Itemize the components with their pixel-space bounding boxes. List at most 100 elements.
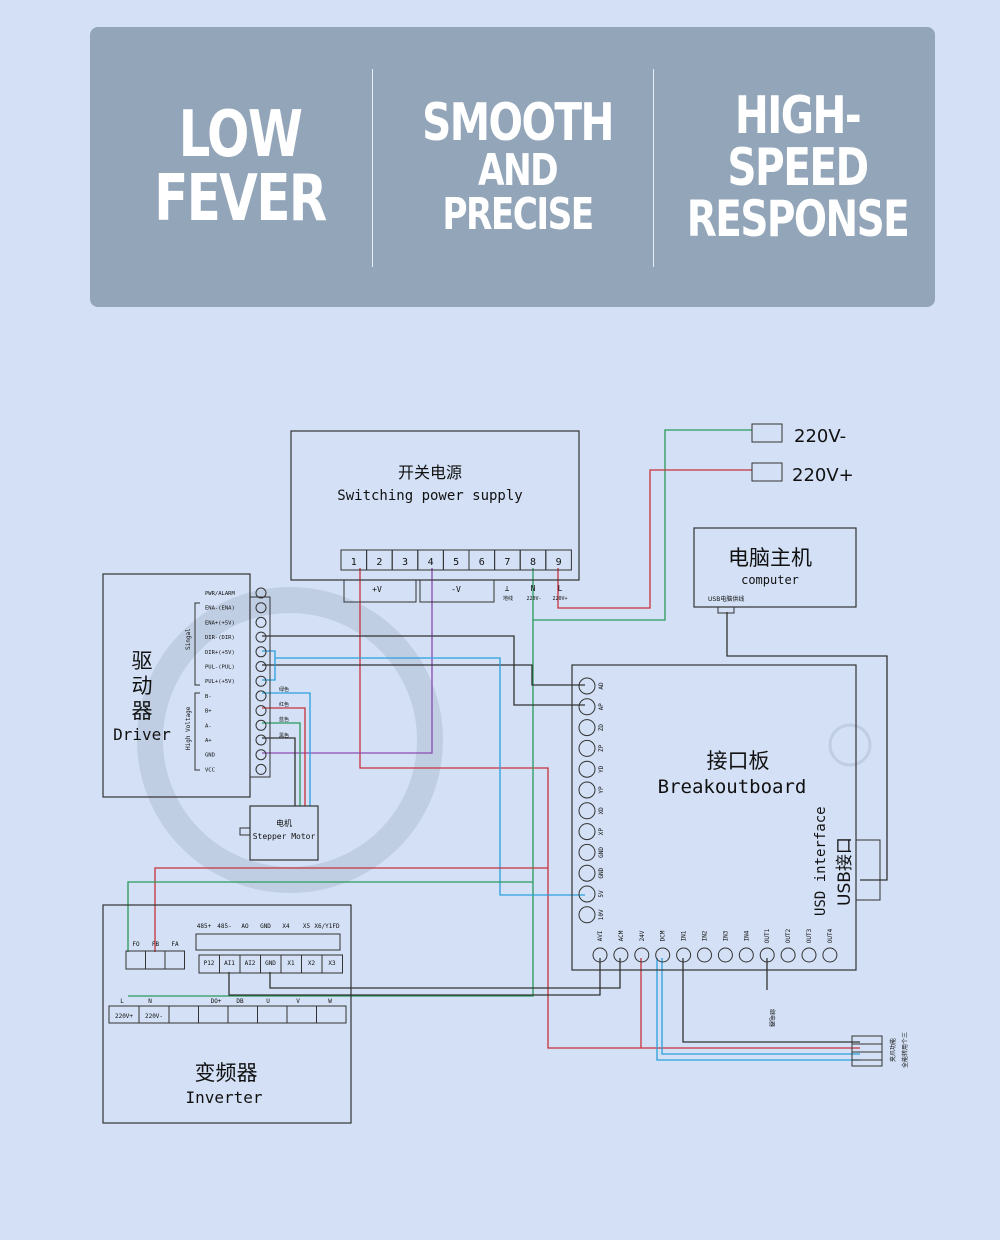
driver-terminal: [255, 675, 267, 687]
breakout-pin: [578, 843, 596, 861]
breakout-pin-label: AVI: [597, 930, 604, 941]
svg-text:器: 器: [132, 699, 153, 723]
breakout-pin: [655, 947, 671, 963]
inverter-mid-label: P12: [204, 960, 215, 967]
inverter-power-terminal: [257, 1005, 288, 1024]
inverter-power-terminal: [198, 1005, 229, 1024]
inverter-bottom-label: DB: [236, 998, 244, 1005]
svg-text:Driver: Driver: [113, 725, 171, 744]
breakout-pin: [578, 864, 596, 882]
driver-terminal: [255, 602, 267, 614]
breakout-pin-label: OUT4: [827, 928, 834, 943]
inverter-mid-label: GND: [265, 960, 276, 967]
svg-text:开关电源: 开关电源: [398, 463, 462, 482]
inverter-mid-terminal: [321, 954, 343, 974]
computer-host: 电脑主机 computer USB电脑供线: [693, 527, 857, 614]
inverter-bottom-label: N: [148, 998, 152, 1005]
svg-text:绿色: 绿色: [279, 686, 289, 693]
breakout-pin-label: YD: [598, 765, 605, 773]
breakout-pin: [578, 719, 596, 737]
svg-text:夹爪功能: 夹爪功能: [889, 1038, 897, 1062]
breakout-pin: [801, 947, 817, 963]
driver-terminal-label: ENA+(+5V): [205, 620, 235, 626]
inverter-top-label: AO: [241, 923, 249, 930]
stepper-driver: 驱 动 器 Driver Singal High Voltage PWR/ALA…: [102, 573, 289, 798]
watermark-logo: [137, 587, 872, 893]
breakout-pin: [717, 947, 733, 963]
inverter-bottom-label: DO+: [211, 998, 222, 1005]
psu-terminal-label: 6: [479, 557, 485, 568]
breakout-board: 接口板 Breakoutboard USB接口 USD interface AD…: [571, 664, 881, 1027]
breakout-pin: [592, 947, 608, 963]
mains-terminals: 220V- 220V+: [751, 423, 854, 486]
svg-text:继电器: 继电器: [768, 1009, 776, 1027]
inverter-top-label: X5: [303, 923, 311, 930]
inverter-power-label: 220V-: [145, 1013, 163, 1020]
breakout-pin: [822, 947, 838, 963]
driver-terminal-label: PWR/ALARM: [205, 591, 235, 597]
inverter-top-label: 485+: [197, 923, 212, 930]
inverter-bottom-label: U: [266, 998, 270, 1005]
breakout-pin-label: XP: [598, 828, 605, 836]
wire-5v: [275, 657, 585, 896]
breakout-pin-label: ACM: [618, 930, 625, 941]
feature-banner: LOW FEVER SMOOTH AND PRECISE HIGH-SPEED …: [90, 27, 935, 307]
breakout-pin-label: ZD: [598, 724, 605, 732]
inverter-mid-label: AI2: [245, 960, 256, 967]
driver-terminal: [255, 749, 267, 761]
driver-terminal-label: A-: [205, 723, 212, 729]
psu-terminal-label: 9: [556, 557, 562, 568]
svg-text:全能转用个三: 全能转用个三: [901, 1032, 909, 1068]
breakout-pin: [578, 802, 596, 820]
svg-text:驱: 驱: [132, 649, 153, 673]
svg-text:USB接口: USB接口: [835, 837, 855, 906]
inverter-power-terminal: [286, 1005, 317, 1024]
driver-terminal: [255, 616, 267, 628]
svg-text:⊥: ⊥: [505, 584, 510, 593]
inverter-relay-terminal: [145, 950, 166, 970]
svg-text:L: L: [558, 584, 563, 593]
breakout-pin-label: OUT3: [806, 928, 813, 943]
breakout-pin-label: DCM: [660, 930, 667, 941]
svg-text:Switching power supply: Switching power supply: [337, 488, 522, 504]
breakout-pin-label: ZP: [598, 744, 605, 752]
inverter-bottom-label: L: [120, 998, 124, 1005]
inverter-power-terminal: [316, 1005, 347, 1024]
breakout-pin-label: 5V: [598, 890, 605, 898]
driver-terminal: [255, 661, 267, 672]
driver-terminal: [255, 763, 267, 775]
wire-acm: [269, 958, 621, 989]
svg-text:Inverter: Inverter: [185, 1088, 262, 1107]
inverter-top-label: X6/Y1FD: [314, 923, 340, 930]
svg-text:变频器: 变频器: [195, 1061, 258, 1085]
inverter-power-terminal: [168, 1005, 199, 1024]
wires: [127, 429, 888, 1061]
driver-terminal: [255, 631, 267, 643]
inverter-top-label: GND: [260, 923, 271, 930]
svg-text:computer: computer: [741, 573, 799, 587]
psu-terminal: [545, 549, 572, 571]
psu-terminal-label: 5: [453, 557, 459, 568]
wire-pul: [262, 664, 585, 686]
breakout-pin-label: IN4: [743, 930, 750, 941]
svg-text:红色: 红色: [279, 701, 289, 708]
svg-text:Stepper Motor: Stepper Motor: [253, 832, 316, 841]
breakout-pin-label: 24V: [639, 930, 646, 941]
inverter-relay-label: FA: [171, 941, 179, 948]
breakout-pin-label: 10V: [598, 909, 605, 920]
breakout-pin-label: GND: [598, 867, 605, 878]
driver-terminal: [255, 705, 267, 717]
divider: [653, 69, 654, 267]
breakout-pin-label: GND: [598, 847, 605, 858]
svg-text:动: 动: [132, 674, 153, 698]
wire-avi: [228, 958, 601, 996]
svg-text:N: N: [531, 584, 536, 593]
svg-text:接口板: 接口板: [707, 749, 770, 773]
inverter-mid-label: X2: [308, 960, 316, 967]
wire-mains-l: [557, 469, 752, 609]
breakout-pin-label: AP: [598, 703, 605, 711]
wire-dir: [262, 635, 585, 706]
svg-text:Breakoutboard: Breakoutboard: [658, 776, 807, 798]
